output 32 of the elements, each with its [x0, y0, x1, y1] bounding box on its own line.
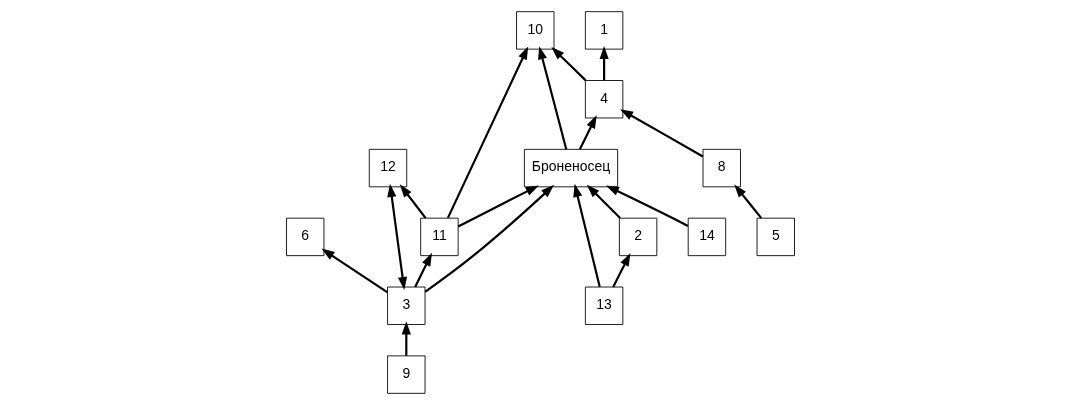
node-box: 10 [515, 11, 554, 50]
arrow [446, 46, 528, 219]
arrow [578, 115, 597, 150]
arrow [733, 184, 762, 219]
node-box: 2 [618, 217, 657, 257]
arrow [586, 184, 621, 219]
node-box: 4 [584, 80, 623, 119]
arrow [457, 185, 539, 228]
arrow [413, 252, 432, 288]
arrow [401, 321, 411, 356]
node-box: 3 [386, 286, 425, 325]
node-box: 13 [584, 286, 623, 325]
node-box: 9 [386, 355, 425, 394]
arrow [611, 252, 630, 288]
arrow [599, 46, 609, 81]
node-box: Броненосец [523, 148, 618, 188]
arrow [424, 184, 554, 293]
arrow [550, 47, 586, 82]
node-box: 14 [687, 217, 726, 257]
node-box: 11 [419, 217, 459, 257]
arrow [605, 185, 688, 227]
node-box: 12 [368, 148, 407, 188]
arrow [572, 183, 601, 288]
arrow [619, 109, 703, 158]
node-box: 5 [756, 217, 795, 257]
node-box: 6 [285, 217, 324, 257]
arrow [321, 248, 388, 294]
arrow [386, 183, 407, 291]
node-box: 8 [702, 148, 741, 188]
arrow [537, 46, 567, 150]
arrow [399, 184, 426, 219]
node-box: 1 [584, 11, 623, 50]
